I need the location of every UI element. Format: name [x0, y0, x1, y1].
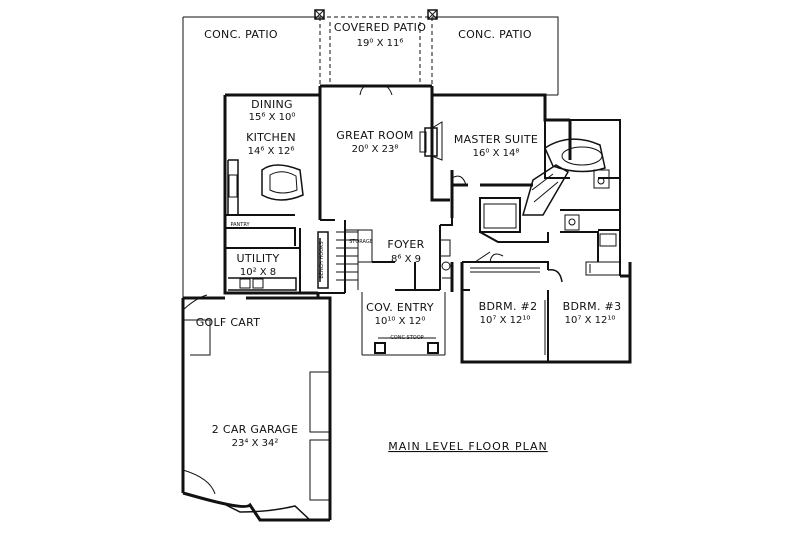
pantry-label: PANTRY: [230, 222, 250, 228]
cov-entry-label: COV. ENTRY: [366, 301, 434, 314]
foyer-label: FOYER: [387, 238, 424, 251]
conc-patio-right-label: CONC. PATIO: [458, 28, 532, 41]
master-suite-dims: 16⁰ X 14⁸: [473, 148, 520, 159]
bdrm2-dims: 10⁷ X 12¹⁰: [480, 315, 531, 326]
dining-label: DINING: [251, 98, 293, 111]
covered-patio-label: COVERED PATIO: [334, 21, 426, 34]
dining-dims: 15⁶ X 10⁰: [249, 112, 296, 123]
great-room-label: GREAT ROOM: [336, 129, 413, 142]
utility-dims: 10² X 8: [240, 267, 276, 278]
foyer-dims: 8⁶ X 9: [391, 254, 421, 265]
covered-patio-dims: 19⁰ X 11⁶: [357, 38, 404, 49]
golf-cart-label: GOLF CART: [196, 316, 261, 329]
bench-hooks-label: BENCH HOOKS: [319, 241, 325, 278]
kitchen-label: KITCHEN: [246, 131, 296, 144]
storage-label: STORAGE: [349, 239, 373, 245]
cov-entry-dims: 10¹⁰ X 12⁰: [375, 316, 426, 327]
utility-label: UTILITY: [237, 252, 280, 265]
wall-lines: [181, 9, 632, 522]
bdrm2-label: BDRM. #2: [479, 300, 538, 313]
bdrm3-dims: 10⁷ X 12¹⁰: [565, 315, 616, 326]
room-labels: CONC. PATIO COVERED PATIO 19⁰ X 11⁶ CONC…: [196, 21, 622, 453]
bdrm3-label: BDRM. #3: [563, 300, 622, 313]
garage-label: 2 CAR GARAGE: [212, 423, 299, 436]
master-suite-label: MASTER SUITE: [454, 133, 538, 146]
great-room-dims: 20⁰ X 23⁸: [352, 144, 399, 155]
plan-title: MAIN LEVEL FLOOR PLAN: [388, 440, 547, 453]
stoop-label: CONC STOOP: [390, 335, 423, 341]
kitchen-dims: 14⁶ X 12⁶: [248, 146, 295, 157]
conc-patio-left-label: CONC. PATIO: [204, 28, 278, 41]
garage-dims: 23⁴ X 34²: [232, 438, 279, 449]
